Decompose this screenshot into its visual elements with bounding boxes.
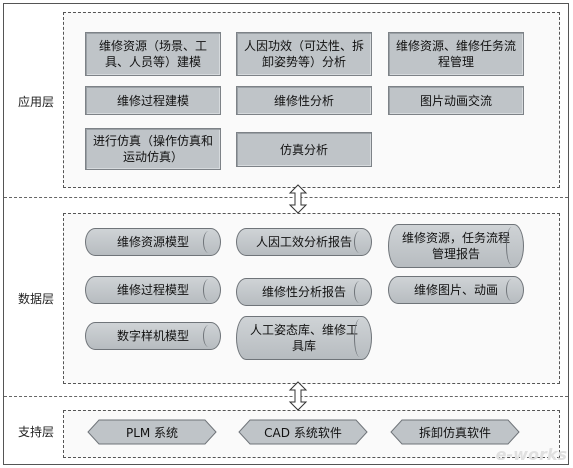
layer-separator-data-support [4,396,568,397]
data-cyl-images-animations: 维修图片、动画 [388,276,524,304]
double-arrow-icon [288,184,308,214]
data-cyl-maintainability-report: 维修性分析报告 [236,278,372,306]
data-cyl-posture-tool-library: 人工姿态库、维修工具库 [236,316,372,360]
layer-label-support: 支持层 [17,425,54,439]
layer-label-application: 应用层 [17,95,54,109]
data-cyl-digital-prototype: 数字样机模型 [85,322,221,350]
double-arrow-icon [288,381,308,411]
app-box-simulation-analysis: 仿真分析 [236,132,372,167]
app-box-resource-modeling: 维修资源（场景、工具、人员等）建模 [85,32,221,76]
watermark-logo: e-works [495,445,567,464]
app-box-maintainability-analysis: 维修性分析 [236,86,372,115]
app-box-simulation: 进行仿真（操作仿真和运动仿真） [85,128,221,170]
layer-label-data: 数据层 [17,292,54,306]
data-cyl-process-model: 维修过程模型 [85,276,221,304]
support-item-disassembly-sim: 拆卸仿真软件 [390,419,520,445]
support-item-cad: CAD 系统软件 [238,419,368,445]
hexagon-shape-icon [87,419,217,445]
support-item-plm: PLM 系统 [87,419,217,445]
layer-separator-app-data [4,197,568,198]
app-box-task-flow-management: 维修资源、维修任务流程管理 [388,32,524,76]
app-box-process-modeling: 维修过程建模 [85,86,221,115]
hexagon-shape-icon [390,419,520,445]
data-cyl-resource-model: 维修资源模型 [85,228,221,256]
app-box-image-animation: 图片动画交流 [388,86,524,115]
app-box-ergonomic-analysis: 人因功效（可达性、拆卸姿势等）分析 [236,32,372,76]
hexagon-shape-icon [238,419,368,445]
data-cyl-task-flow-report: 维修资源，任务流程管理报告 [388,224,524,268]
support-item-cad-label: CAD 系统软件 [264,425,342,440]
diagram-frame [3,3,569,465]
support-item-plm-label: PLM 系统 [125,425,179,440]
support-item-disassembly-sim-label: 拆卸仿真软件 [418,425,491,440]
data-cyl-ergonomic-report: 人因工效分析报告 [236,228,372,256]
